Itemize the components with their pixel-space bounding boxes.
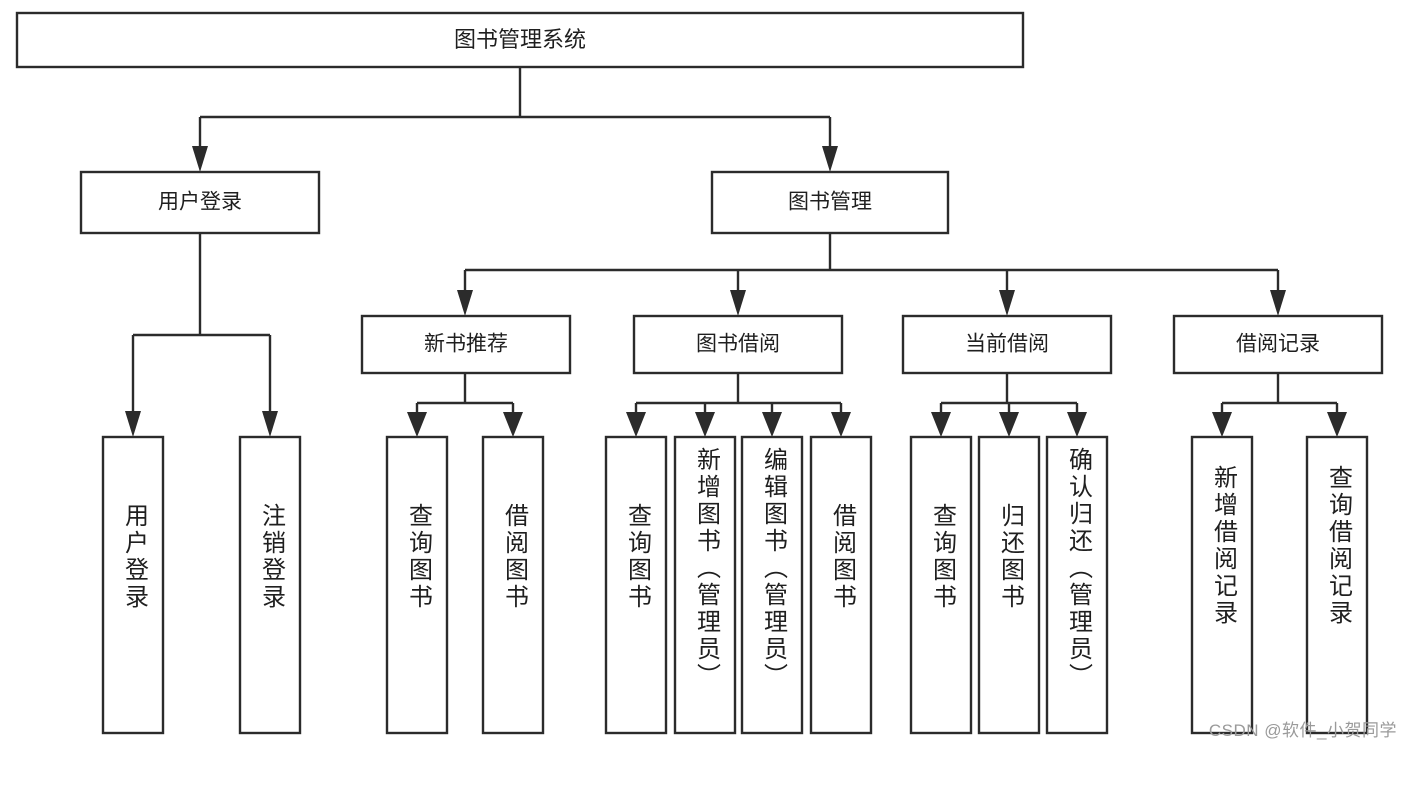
- connector-bookborrow-to-leaves: [626, 373, 851, 437]
- connector-borrowrecord-to-leaves: [1212, 373, 1347, 437]
- connector-userlogin-to-leaves: [125, 233, 278, 437]
- arrow-head-leaf-currentborrow-1: [931, 412, 951, 437]
- arrow-head-to-borrow-record: [1270, 290, 1286, 316]
- arrow-head-to-new-book: [457, 290, 473, 316]
- arrow-head-leaf-bookborrow-1: [626, 412, 646, 437]
- node-root-label: 图书管理系统: [454, 27, 586, 52]
- arrow-head-to-current-borrow: [999, 290, 1015, 316]
- leaf-box-newbook-2[interactable]: [481, 435, 545, 735]
- diagram-svg: 图书管理系统 用户登录 图书管理 新书推荐 图书借阅 当前借阅: [15, 11, 1384, 735]
- node-new-book-recommend-box[interactable]: [360, 314, 572, 375]
- node-current-borrow-label: 当前借阅: [965, 333, 1049, 356]
- leaf-box-currentborrow-3[interactable]: [1045, 435, 1109, 735]
- arrow-head-leaf-newbook-1: [407, 412, 427, 437]
- arrow-head-leaf-user-login-2: [262, 411, 278, 437]
- node-root-box[interactable]: [15, 11, 1025, 69]
- connector-bookmanage-to-level3: [457, 233, 1286, 316]
- arrow-head-to-book-manage: [822, 146, 838, 172]
- arrow-head-leaf-bookborrow-3: [762, 412, 782, 437]
- leaf-box-bookborrow-2[interactable]: [673, 435, 737, 735]
- node-current-borrow-box[interactable]: [901, 314, 1113, 375]
- arrow-head-leaf-borrowrecord-1: [1212, 412, 1232, 437]
- node-borrow-record-box[interactable]: [1172, 314, 1384, 375]
- diagram-canvas: 图书管理系统 用户登录 图书管理 新书推荐 图书借阅 当前借阅: [15, 11, 1397, 740]
- connector-root-to-level2: [192, 67, 838, 172]
- csdn-watermark: CSDN @软件_小贺同学: [1208, 721, 1397, 740]
- arrow-head-leaf-currentborrow-3: [1067, 412, 1087, 437]
- arrow-head-leaf-currentborrow-2: [999, 412, 1019, 437]
- arrow-head-leaf-user-login-1: [125, 411, 141, 437]
- node-borrow-record-label: 借阅记录: [1236, 333, 1320, 356]
- arrow-head-leaf-bookborrow-4: [831, 412, 851, 437]
- node-user-login-label: 用户登录: [158, 191, 242, 214]
- node-new-book-recommend-label: 新书推荐: [424, 333, 508, 356]
- arrow-head-leaf-borrowrecord-2: [1327, 412, 1347, 437]
- arrow-head-to-book-borrow: [730, 290, 746, 316]
- leaf-box-currentborrow-1[interactable]: [909, 435, 973, 735]
- node-user-login-box[interactable]: [79, 170, 321, 235]
- node-book-manage-box[interactable]: [710, 170, 950, 235]
- node-user-login[interactable]: 用户登录: [79, 170, 321, 235]
- arrow-head-leaf-newbook-2: [503, 412, 523, 437]
- connector-currentborrow-to-leaves: [931, 373, 1087, 437]
- leaf-box-user-login-1[interactable]: [101, 435, 165, 735]
- node-book-borrow-label: 图书借阅: [696, 333, 780, 356]
- node-new-book-recommend[interactable]: 新书推荐: [360, 314, 572, 375]
- connector-newbook-to-leaves: [407, 373, 523, 437]
- node-book-borrow[interactable]: 图书借阅: [632, 314, 844, 375]
- node-book-manage-label: 图书管理: [788, 191, 872, 214]
- node-book-manage[interactable]: 图书管理: [710, 170, 950, 235]
- leaf-box-bookborrow-1[interactable]: [604, 435, 668, 735]
- leaf-box-borrowrecord-2[interactable]: [1305, 435, 1369, 735]
- node-current-borrow[interactable]: 当前借阅: [901, 314, 1113, 375]
- node-book-borrow-box[interactable]: [632, 314, 844, 375]
- leaf-box-bookborrow-4[interactable]: [809, 435, 873, 735]
- arrow-head-leaf-bookborrow-2: [695, 412, 715, 437]
- node-borrow-record[interactable]: 借阅记录: [1172, 314, 1384, 375]
- leaf-box-user-login-2[interactable]: [238, 435, 302, 735]
- node-root[interactable]: 图书管理系统: [15, 11, 1025, 69]
- leaf-box-bookborrow-3[interactable]: [740, 435, 804, 735]
- leaf-box-newbook-1[interactable]: [385, 435, 449, 735]
- leaf-box-currentborrow-2[interactable]: [977, 435, 1041, 735]
- arrow-head-to-user-login: [192, 146, 208, 172]
- leaf-box-borrowrecord-1[interactable]: [1190, 435, 1254, 735]
